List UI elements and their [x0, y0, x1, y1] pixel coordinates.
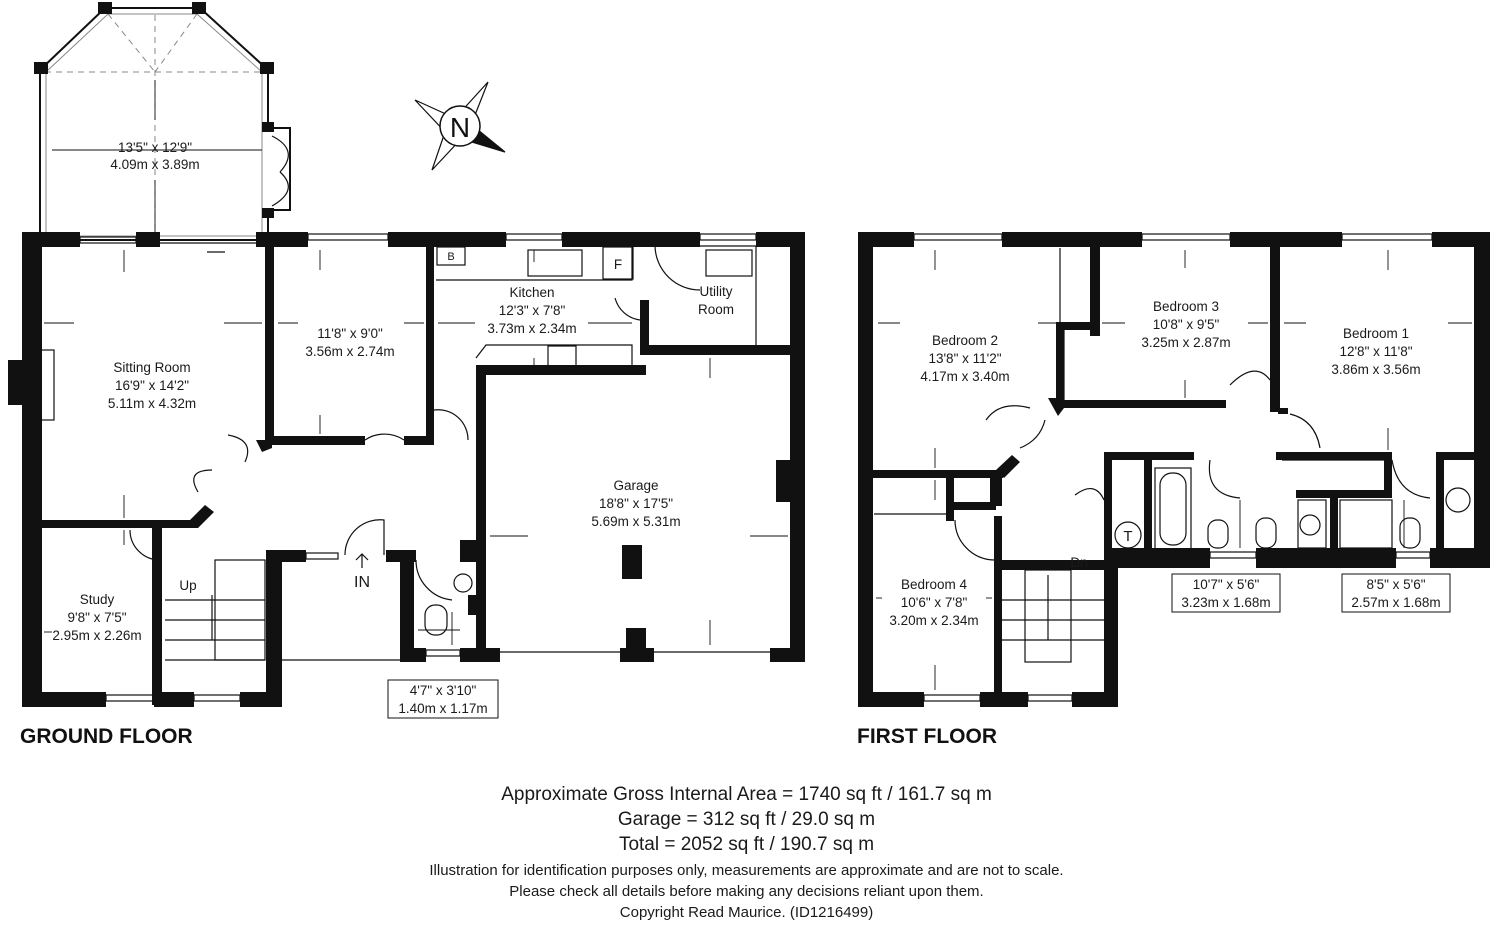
- study-metric: 2.95m x 2.26m: [52, 628, 141, 643]
- cloakroom-metric: 1.40m x 1.17m: [398, 701, 487, 716]
- kitchen-imperial: 12'3" x 7'8": [499, 303, 566, 318]
- copyright-line: Copyright Read Maurice. (ID1216499): [619, 904, 874, 921]
- ground-floor-dimension-lines: [44, 250, 788, 645]
- ground-floor-plan: 13'5" x 12'9" 4.09m x 3.89m Sitting Room…: [8, 2, 805, 719]
- ground-floor-doors: [39, 245, 701, 661]
- garage-pillar: [624, 545, 642, 579]
- first-floor-title: FIRST FLOOR: [857, 725, 997, 748]
- garage-imperial: 18'8" x 17'5": [599, 496, 673, 511]
- study-name: Study: [80, 592, 115, 607]
- bathroom-metric: 3.23m x 1.68m: [1181, 595, 1270, 610]
- ground-floor-title: GROUND FLOOR: [20, 725, 193, 748]
- bathroom-imperial: 10'7" x 5'6": [1193, 577, 1260, 592]
- first-floor-plan: Bedroom 2 13'8" x 11'2" 4.17m x 3.40m Be…: [858, 232, 1490, 707]
- tank-label: T: [1123, 528, 1132, 545]
- disclaimer-line-2: Please check all details before making a…: [509, 883, 984, 900]
- dining-imperial: 11'8" x 9'0": [317, 326, 383, 341]
- compass-letter: N: [450, 112, 470, 143]
- bedroom4-name: Bedroom 4: [901, 577, 968, 592]
- conservatory-metric: 4.09m x 3.89m: [110, 157, 199, 172]
- kitchen-units: [436, 245, 757, 372]
- total-area: Total = 2052 sq ft / 190.7 sq m: [618, 834, 875, 855]
- bedroom3-imperial: 10'8" x 9'5": [1153, 317, 1220, 332]
- bedroom1-metric: 3.86m x 3.56m: [1331, 362, 1420, 377]
- gross-internal-area: Approximate Gross Internal Area = 1740 s…: [501, 784, 992, 805]
- cloakroom-imperial: 4'7" x 3'10": [410, 683, 477, 698]
- utility-room-name-line2: Room: [698, 302, 734, 317]
- first-floor-windows: [913, 233, 1433, 702]
- entrance-label: IN: [354, 574, 370, 591]
- disclaimer-line-1: Illustration for identification purposes…: [429, 862, 1064, 879]
- sitting-room-name: Sitting Room: [113, 360, 190, 375]
- garage-name: Garage: [613, 478, 658, 493]
- first-floor-fittings: [874, 248, 1471, 663]
- bathroom-dimension-box: [1171, 573, 1281, 613]
- ensuite-imperial: 8'5" x 5'6": [1366, 577, 1425, 592]
- bedroom2-name: Bedroom 2: [932, 333, 998, 348]
- dining-metric: 3.56m x 2.74m: [305, 344, 394, 359]
- sitting-room-imperial: 16'9" x 14'2": [115, 378, 189, 393]
- bedroom4-metric: 3.20m x 2.34m: [889, 613, 978, 628]
- ground-floor-windows: [79, 233, 770, 702]
- study-imperial: 9'8" x 7'5": [67, 610, 126, 625]
- first-floor-dimension-lines: [876, 250, 1472, 690]
- bedroom2-metric: 4.17m x 3.40m: [920, 369, 1009, 384]
- garage-metric: 5.69m x 5.31m: [591, 514, 680, 529]
- first-floor-labels: Bedroom 2 13'8" x 11'2" 4.17m x 3.40m Be…: [889, 299, 1451, 628]
- bedroom3-name: Bedroom 3: [1153, 299, 1219, 314]
- ensuite-metric: 2.57m x 1.68m: [1351, 595, 1440, 610]
- garage-area: Garage = 312 sq ft / 29.0 sq m: [617, 809, 876, 830]
- bedroom4-imperial: 10'6" x 7'8": [901, 595, 968, 610]
- stairs-up-label: Up: [179, 578, 196, 593]
- fridge-label: F: [614, 257, 622, 272]
- bedroom2-imperial: 13'8" x 11'2": [928, 351, 1001, 366]
- boiler-label: B: [447, 251, 454, 263]
- stairs-down-label: Dn: [1070, 555, 1087, 570]
- first-floor-walls: [858, 232, 1490, 707]
- utility-room-name-line1: Utility: [700, 284, 733, 299]
- cloakroom-dimension-box: [387, 679, 499, 719]
- ensuite-dimension-box: [1341, 573, 1451, 613]
- conservatory: [34, 2, 291, 241]
- ground-floor-walls: [8, 232, 805, 707]
- entrance-arrow-icon: [355, 553, 369, 568]
- kitchen-name: Kitchen: [509, 285, 554, 300]
- ground-floor-labels: 13'5" x 12'9" 4.09m x 3.89m Sitting Room…: [52, 140, 734, 719]
- bedroom1-name: Bedroom 1: [1343, 326, 1409, 341]
- conservatory-imperial: 13'5" x 12'9": [118, 140, 192, 155]
- compass-icon: N: [414, 81, 506, 171]
- bedroom3-metric: 3.25m x 2.87m: [1141, 335, 1230, 350]
- sitting-room-metric: 5.11m x 4.32m: [108, 396, 196, 411]
- kitchen-metric: 3.73m x 2.34m: [487, 321, 576, 336]
- bedroom1-imperial: 12'8" x 11'8": [1339, 344, 1412, 359]
